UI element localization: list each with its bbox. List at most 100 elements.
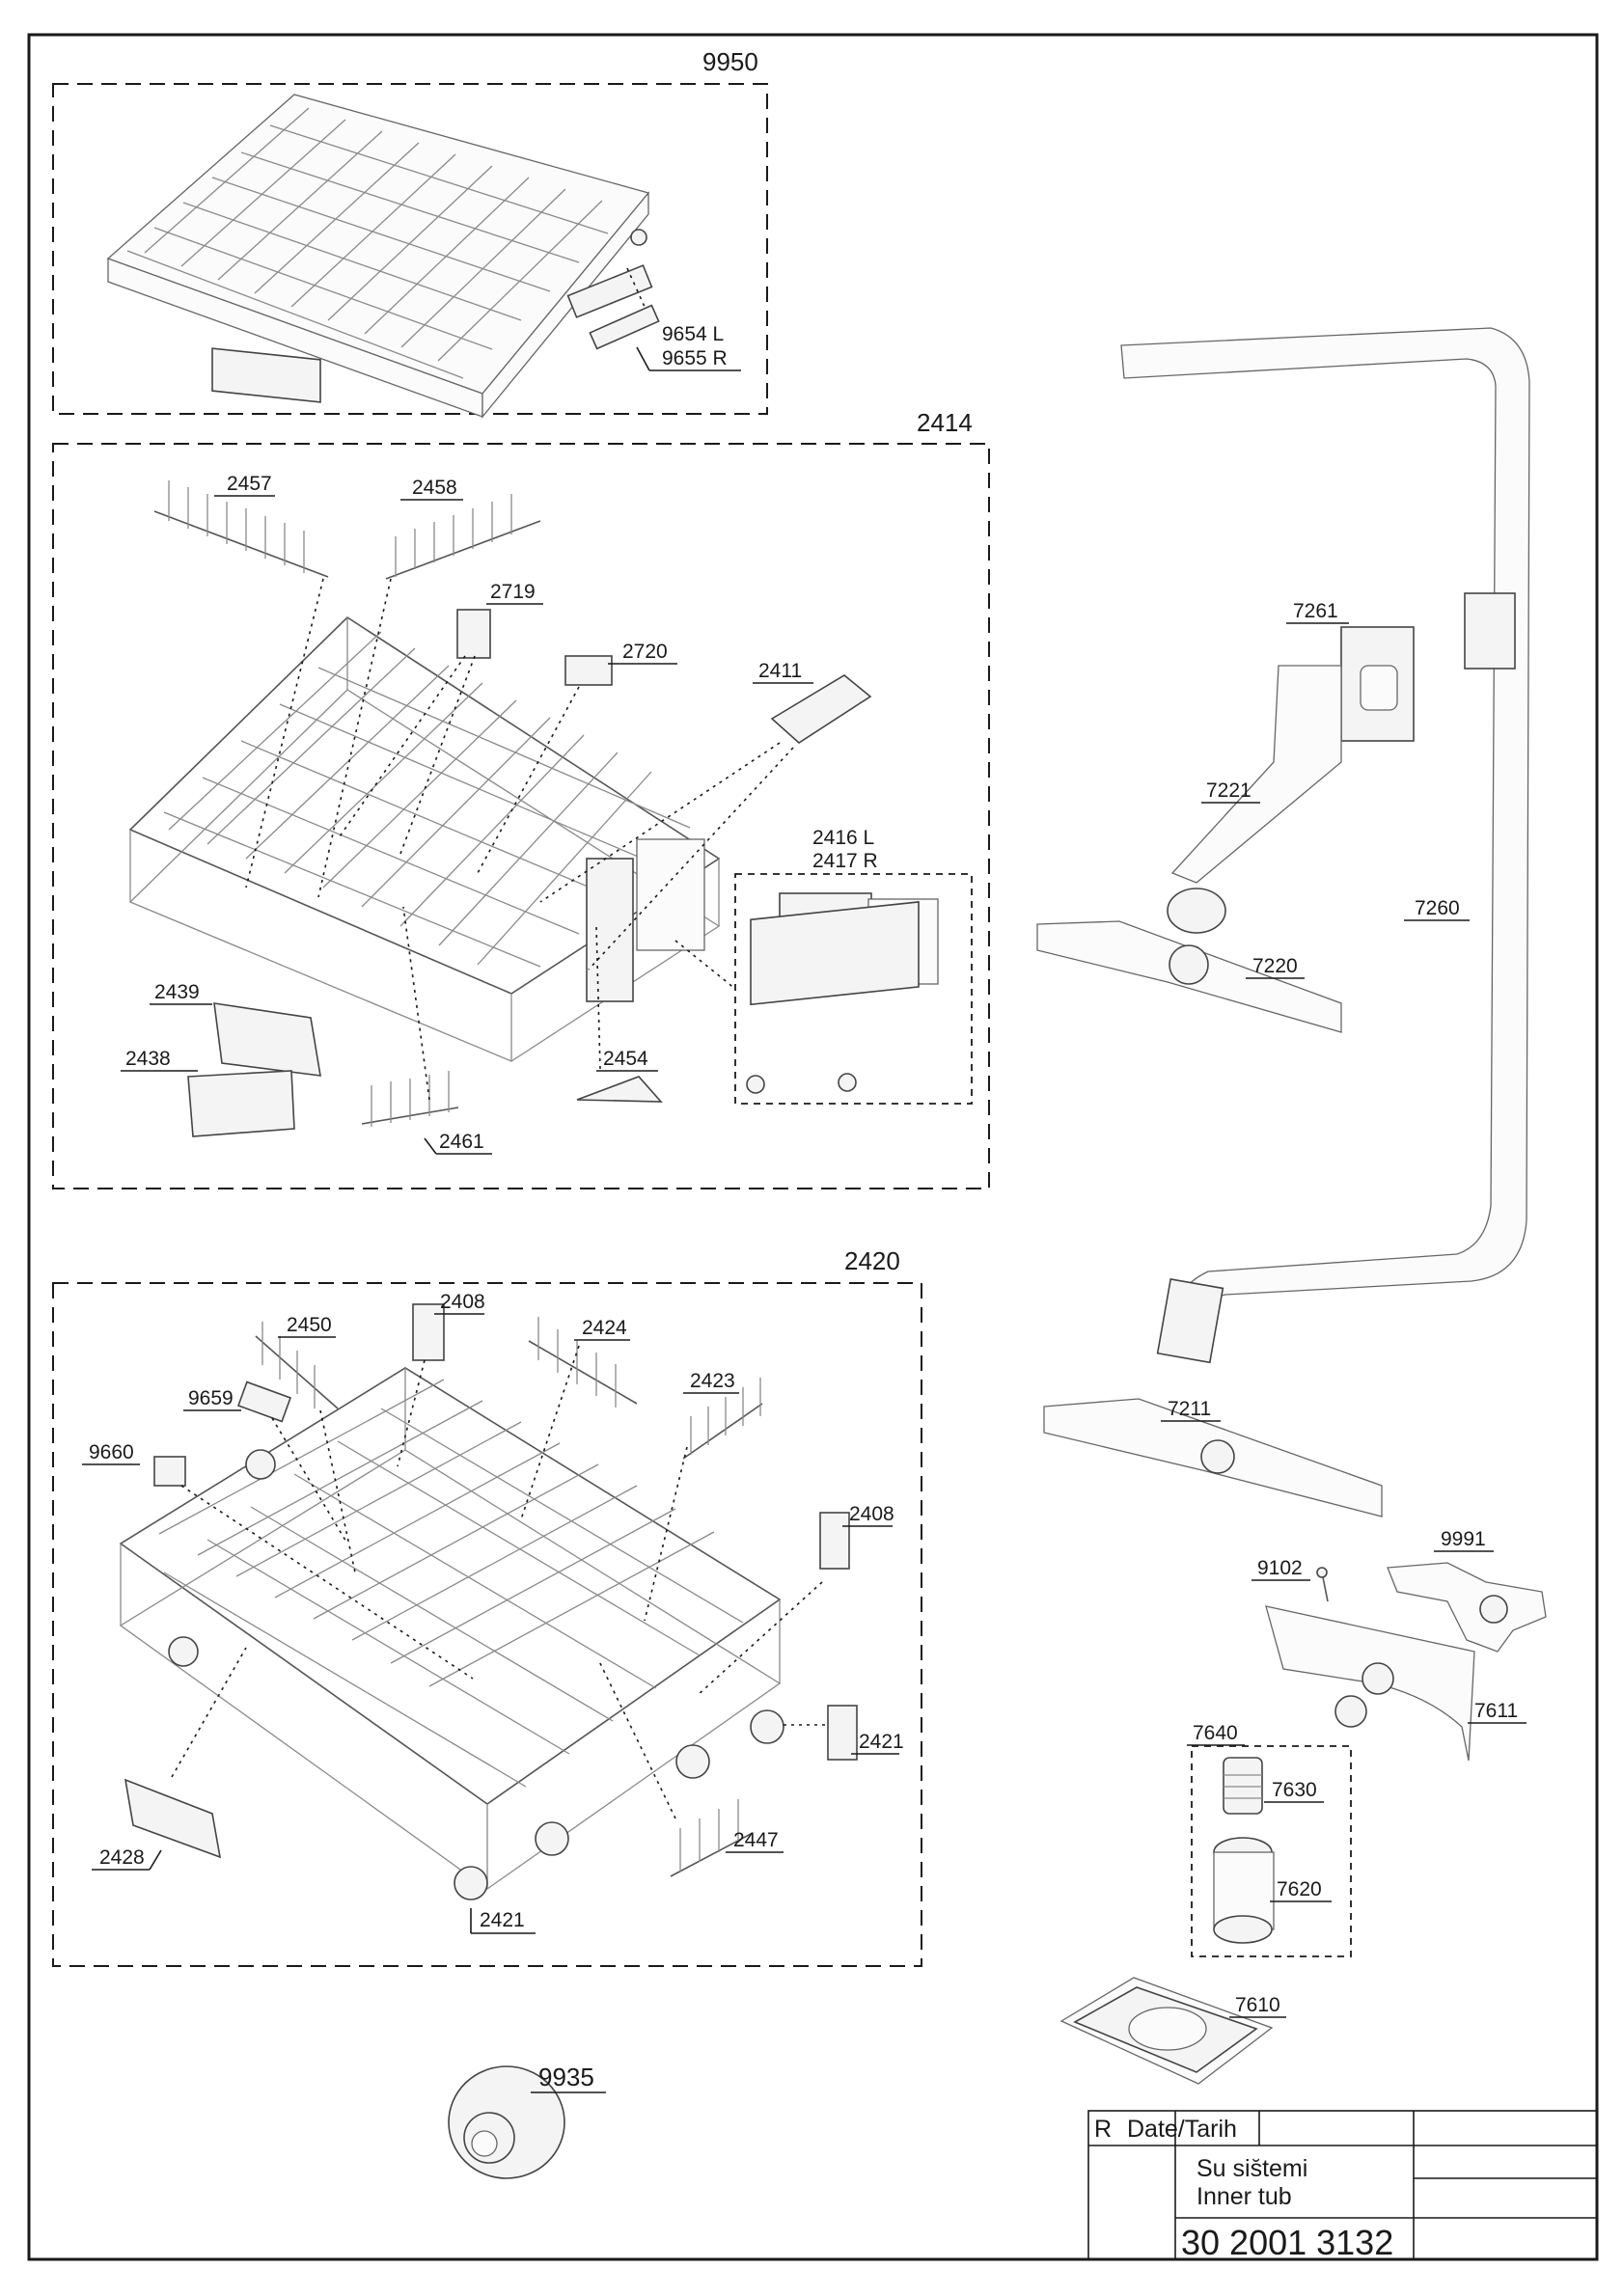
leader-2424 [520, 1345, 580, 1520]
leader-2428 [171, 1647, 247, 1778]
group-2420-box [52, 1282, 922, 1967]
group-9950-cutlery-tray: 9950 9654 L 9655 R [52, 47, 768, 419]
pipe-7260 [1120, 327, 1530, 1364]
group-9950-box [52, 83, 768, 415]
label-2417: 2417 R [812, 850, 878, 872]
label-2408-top: 2408 [440, 1291, 485, 1313]
leader-2408-right [696, 1581, 823, 1697]
handle-2428 [124, 1778, 222, 1859]
label-2421-right: 2421 [859, 1731, 904, 1753]
title-block-title-tr: Su sis̆temi [1197, 2155, 1307, 2182]
label-9102: 9102 [1257, 1557, 1303, 1579]
rack-2424 [528, 1317, 638, 1408]
clip-2408-right [819, 1512, 850, 1570]
label-9935: 9935 [538, 2063, 594, 2091]
clip-9660 [153, 1456, 186, 1487]
label-7630: 7630 [1272, 1779, 1317, 1801]
label-2438: 2438 [125, 1048, 171, 1070]
subgroup-7640-box [1191, 1745, 1352, 1957]
group-2420-lower-basket: 2420 2450 2408 [52, 1246, 922, 1967]
label-2428: 2428 [99, 1846, 145, 1869]
label-2719: 2719 [490, 581, 536, 603]
clip-9659 [236, 1380, 292, 1423]
group-2414-upper-basket: 2414 2457 2458 2719 [52, 408, 990, 1189]
part-7221 [1170, 665, 1342, 884]
rack-2458 [385, 494, 541, 580]
label-2457: 2457 [227, 473, 272, 495]
leader-2457 [245, 578, 324, 888]
tray-rail [566, 264, 653, 318]
leader-2416-2417 [674, 940, 736, 990]
cutlery-tray-illustration [106, 94, 660, 419]
rack-2457 [153, 480, 329, 578]
leader-2411 [539, 742, 794, 970]
label-7611: 7611 [1474, 1700, 1518, 1722]
label-2424: 2424 [582, 1317, 627, 1339]
label-2439: 2439 [154, 981, 200, 1003]
title-block: R Date/Tarih Su sis̆temi Inner tub 30 20… [1087, 2110, 1598, 2262]
group-label-2420: 2420 [844, 1246, 900, 1275]
label-2458: 2458 [412, 477, 457, 499]
label-9991: 9991 [1441, 1528, 1486, 1550]
label-7640: 7640 [1193, 1722, 1238, 1744]
label-9659: 9659 [188, 1387, 234, 1409]
leader-2719 [337, 655, 476, 855]
leader-2461 [402, 906, 430, 1101]
title-block-title-en: Inner tub [1197, 2183, 1292, 2210]
leader-2458 [317, 578, 392, 898]
leader-2447 [597, 1658, 676, 1819]
lower-basket-illustration [119, 1367, 782, 1890]
leader-2423 [644, 1446, 688, 1622]
clip-2719 [456, 609, 491, 659]
label-9660: 9660 [89, 1441, 134, 1463]
label-2416: 2416 L [812, 827, 874, 849]
rail-part-9654-9655 [589, 304, 660, 350]
label-2454: 2454 [603, 1048, 648, 1070]
label-7221: 7221 [1206, 779, 1252, 802]
title-block-revision: R [1094, 2116, 1112, 2143]
drawing-frame [27, 33, 1599, 2261]
part-9991 [1387, 1562, 1547, 1653]
group-label-2414: 2414 [917, 408, 973, 437]
label-2408-right: 2408 [849, 1503, 894, 1525]
rack-2447 [670, 1799, 754, 1877]
rack-2450 [255, 1322, 339, 1409]
clip-2720 [564, 655, 613, 686]
label-2423: 2423 [690, 1370, 735, 1392]
lower-basket-wheels [168, 1449, 784, 1900]
label-2450: 2450 [287, 1314, 332, 1336]
title-block-date: Date/Tarih [1127, 2116, 1237, 2143]
label-2447: 2447 [733, 1829, 779, 1851]
holder-2411 [770, 674, 872, 745]
part-9935-cap [448, 2065, 565, 2179]
label-2720: 2720 [622, 641, 668, 663]
label-7620: 7620 [1277, 1878, 1322, 1900]
label-2411: 2411 [758, 660, 802, 682]
leader-2720 [477, 686, 580, 874]
label-7220: 7220 [1252, 955, 1298, 977]
insert-2439 [213, 1002, 321, 1077]
side-rails-2416-2417 [746, 892, 939, 1094]
label-7261: 7261 [1293, 600, 1338, 622]
leader-2408-top [397, 1359, 426, 1467]
handle-2438 [187, 1070, 295, 1137]
flap-2454 [576, 1076, 663, 1103]
wheel-holder-2421-right [827, 1705, 858, 1761]
title-block-drawing-number: 30 2001 3132 [1181, 2223, 1393, 2262]
upper-basket-illustration [128, 615, 721, 1062]
rack-2461 [361, 1071, 459, 1127]
subgroup-2416-2417-box [734, 873, 973, 1105]
leader-9659 [271, 1417, 348, 1544]
label-7260: 7260 [1415, 897, 1460, 919]
leader-2454 [595, 925, 601, 1070]
filter-7630 [1223, 1757, 1263, 1815]
label-7610: 7610 [1235, 1994, 1280, 2016]
rack-2423 [682, 1378, 763, 1460]
label-9654: 9654 L [662, 323, 724, 345]
group-label-9950: 9950 [702, 47, 758, 76]
label-9655: 9655 R [662, 347, 728, 369]
group-2414-box [52, 443, 990, 1189]
label-2461: 2461 [439, 1131, 484, 1153]
label-2421-bottom: 2421 [480, 1909, 525, 1931]
